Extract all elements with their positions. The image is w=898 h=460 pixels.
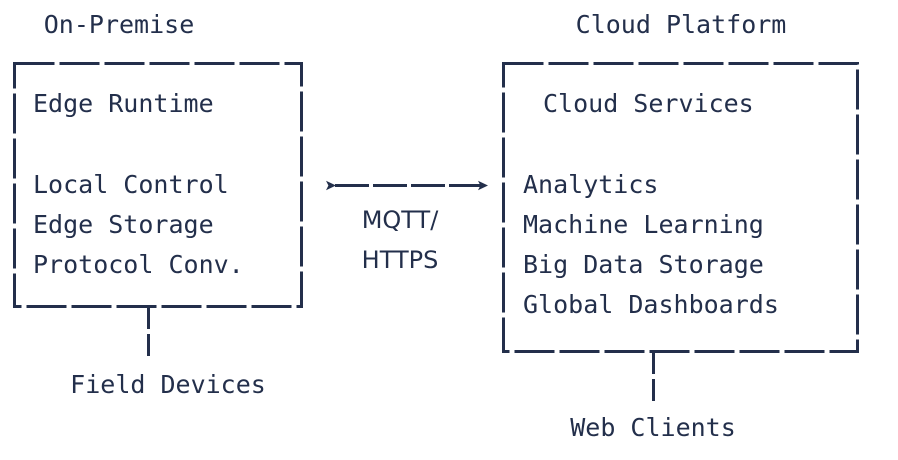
endpoint-label-web-clients: Web Clients	[570, 413, 736, 442]
on-premise-heading: Edge Runtime	[33, 89, 214, 118]
on-premise-box	[13, 62, 303, 308]
on-premise-item-protocol-conv: Protocol Conv.	[33, 250, 244, 279]
connection-label-protocol: MQTT/	[361, 206, 439, 234]
on-premise-item-edge-storage: Edge Storage	[33, 210, 214, 239]
connection-label-protocol-secondary: HTTPS	[361, 246, 439, 274]
endpoint-label-field-devices: Field Devices	[70, 370, 266, 399]
cloud-platform-box	[502, 62, 859, 353]
group-title-on-premise: On-Premise	[43, 10, 195, 39]
cloud-platform-heading: Cloud Services	[543, 89, 754, 118]
cloud-platform-item-global-dashboards: Global Dashboards	[523, 290, 779, 319]
group-title-cloud-platform: Cloud Platform	[575, 10, 787, 39]
cloud-platform-item-big-data-storage: Big Data Storage	[523, 250, 764, 279]
on-premise-item-local-control: Local Control	[33, 170, 229, 199]
cloud-platform-item-analytics: Analytics	[523, 170, 659, 199]
cloud-platform-item-machine-learning: Machine Learning	[523, 210, 764, 239]
